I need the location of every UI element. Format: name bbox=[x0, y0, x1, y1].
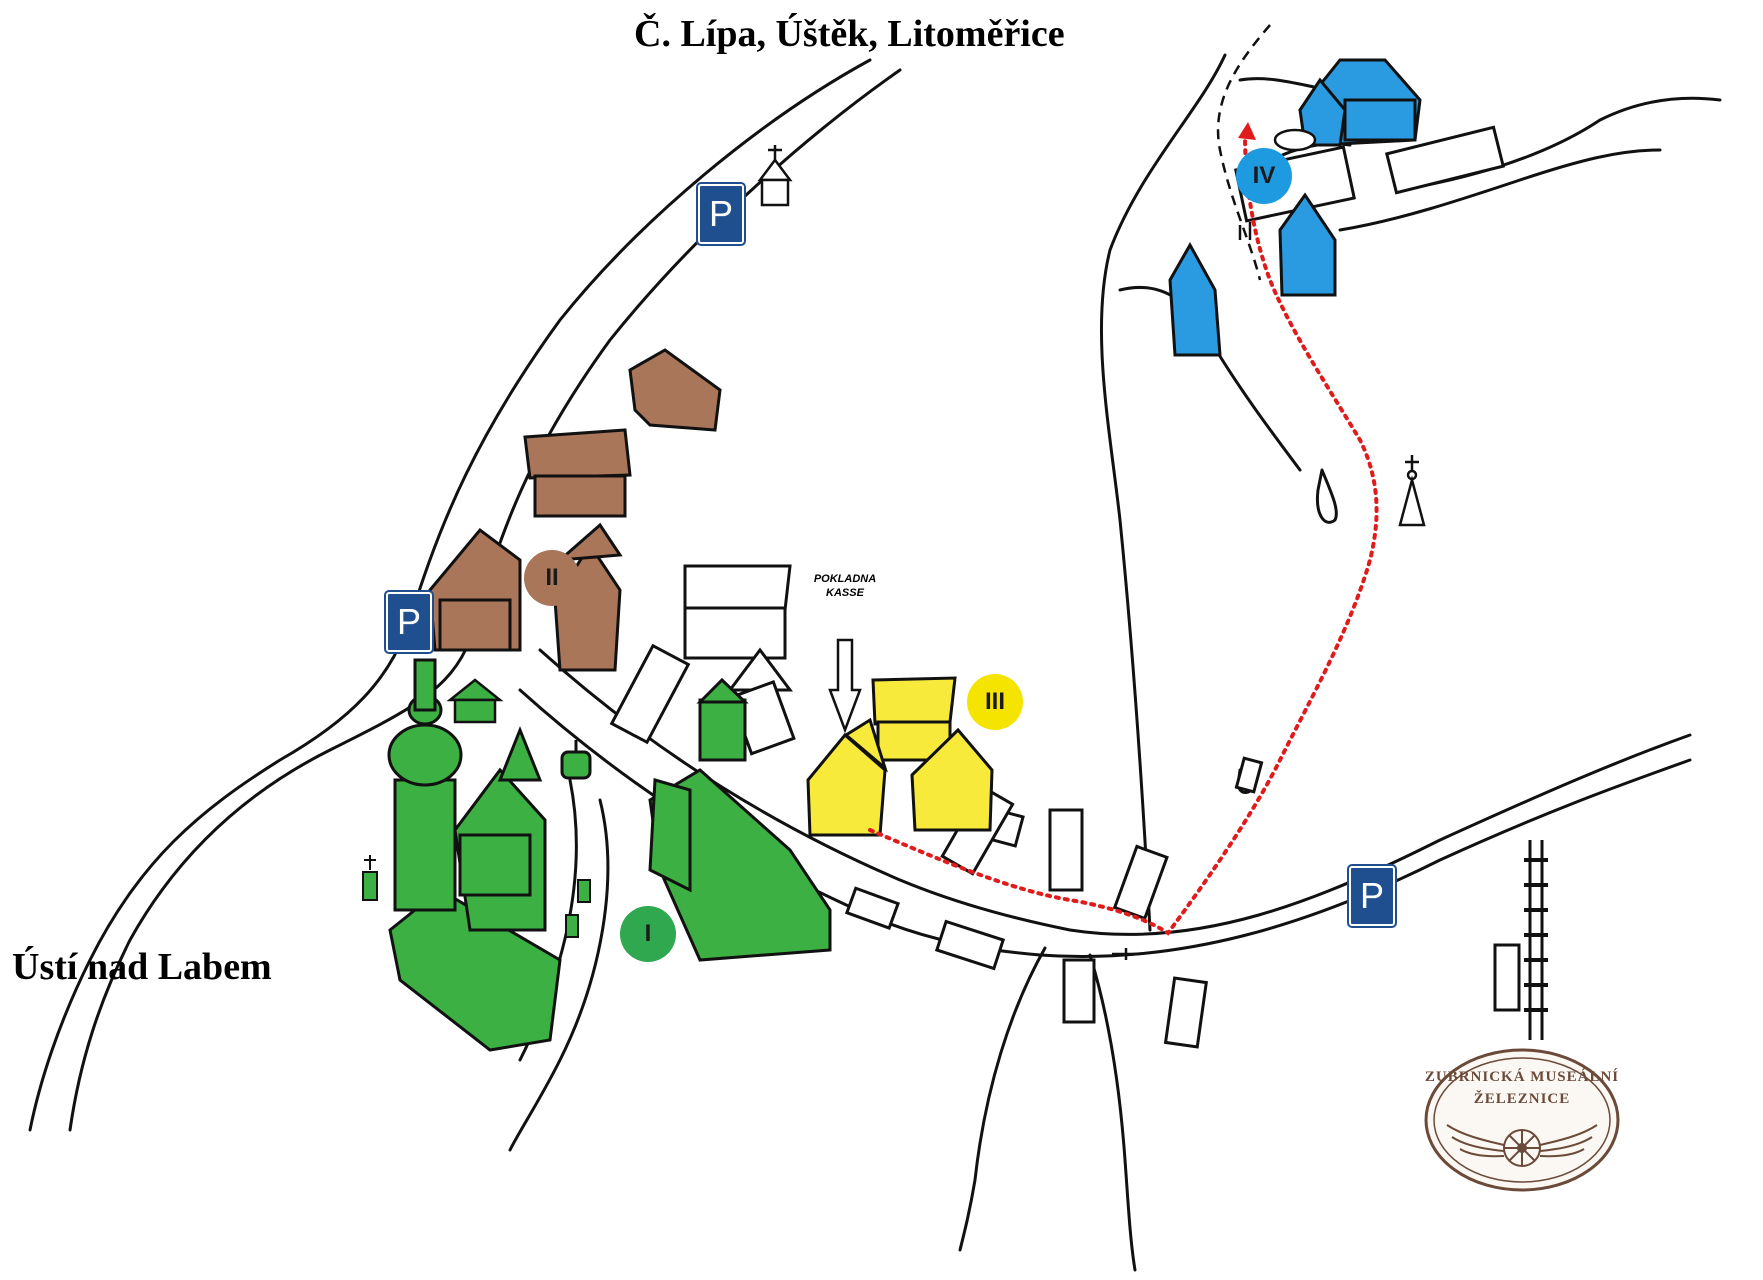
winged-wheel-icon bbox=[1446, 1124, 1598, 1167]
railway bbox=[1524, 840, 1548, 1040]
zone-badge-2: II bbox=[524, 550, 580, 606]
yellow-house-left bbox=[806, 732, 887, 837]
outline-building bbox=[1062, 958, 1096, 1024]
logo-emblem bbox=[1424, 1048, 1620, 1192]
road-south-west bbox=[958, 946, 1047, 1252]
chapel-top bbox=[757, 145, 793, 207]
hill-contour-2 bbox=[1338, 148, 1662, 232]
parking-sign-north: P bbox=[696, 182, 746, 246]
tourist-route bbox=[868, 133, 1379, 936]
outline-building bbox=[844, 886, 900, 931]
outline-building bbox=[609, 643, 691, 745]
parking-sign-west: P bbox=[384, 590, 434, 654]
logo-text-line1: ZUBRNICKÁ MUSEÁLNÍ bbox=[1424, 1069, 1620, 1085]
outline-building bbox=[1163, 976, 1208, 1049]
white-barn-body bbox=[683, 606, 787, 660]
dark-bell bbox=[560, 740, 592, 780]
outline-building bbox=[1112, 844, 1169, 921]
road-east-upper bbox=[538, 648, 1692, 936]
zone-badge-3: III bbox=[967, 674, 1023, 730]
road-north-outer bbox=[28, 58, 872, 1132]
pond-outline bbox=[1315, 468, 1338, 524]
chapel-right bbox=[1398, 455, 1426, 527]
yellow-barn-roof bbox=[871, 676, 957, 726]
zone-badge-4: IV bbox=[1236, 148, 1292, 204]
road-north-inner bbox=[68, 68, 902, 1132]
destination-west-label: Ústí nad Labem bbox=[12, 946, 272, 988]
blue-house-left bbox=[1168, 241, 1222, 357]
green-small-cross bbox=[362, 855, 378, 901]
outline-building bbox=[1493, 943, 1521, 1012]
white-barn-roof bbox=[683, 564, 792, 612]
road-south-east bbox=[1088, 953, 1137, 1272]
cashier-label: POKLADNA KASSE bbox=[800, 572, 890, 600]
green-farmhouse bbox=[648, 768, 832, 962]
destination-north-label: Č. Lípa, Úštěk, Litoměřice bbox=[634, 13, 1065, 55]
logo-text-line2: ŽELEZNICE bbox=[1473, 1091, 1571, 1107]
green-church-tower bbox=[393, 778, 457, 912]
blue-well bbox=[1273, 128, 1317, 152]
green-dome bbox=[387, 723, 463, 787]
parking-sign-east: P bbox=[1347, 864, 1397, 928]
brown-barn-body bbox=[533, 474, 627, 518]
cashier-label-de: KASSE bbox=[826, 587, 864, 599]
green-small-well bbox=[446, 678, 504, 724]
cashier-label-cz: POKLADNA bbox=[813, 573, 877, 585]
blue-house-right bbox=[1278, 192, 1337, 297]
cashier-arrow bbox=[828, 638, 862, 734]
outline-building bbox=[1048, 808, 1084, 892]
outline-building bbox=[934, 919, 1006, 971]
yellow-house-right bbox=[910, 727, 994, 832]
road-branch-south bbox=[508, 798, 610, 1152]
museum-railway-logo: ZUBRNICKÁ MUSEÁLNÍ ŽELEZNICE bbox=[1422, 1045, 1622, 1195]
brown-barn-roof bbox=[523, 428, 632, 480]
brown-shed bbox=[628, 348, 722, 432]
outline-building bbox=[1234, 756, 1264, 794]
outline-building bbox=[1384, 125, 1506, 195]
dashed-path bbox=[1216, 24, 1271, 281]
gate-marks bbox=[1112, 222, 1252, 960]
green-graves bbox=[565, 879, 591, 938]
stream-left bbox=[1099, 53, 1227, 932]
route-arrow bbox=[1238, 122, 1256, 140]
zone-badge-1: I bbox=[620, 906, 676, 962]
